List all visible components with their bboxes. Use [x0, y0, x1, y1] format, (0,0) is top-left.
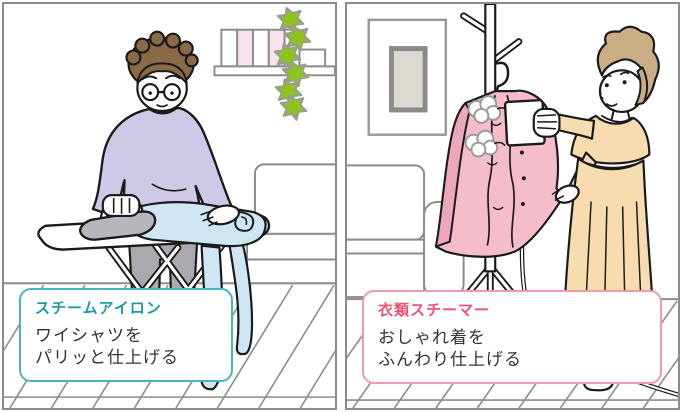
- caption-line1: おしゃれ着を: [378, 327, 486, 347]
- steam-puffs: [464, 95, 509, 158]
- books: [220, 28, 327, 68]
- caption-title: 衣類スチーマー: [378, 302, 491, 320]
- hand-on-hem: [551, 184, 580, 204]
- caption-title: スチームアイロン: [35, 300, 162, 318]
- hand-on-shirt: [200, 204, 241, 227]
- sofa: [347, 164, 465, 299]
- caption-garment-steamer: 衣類スチーマー おしゃれ着を ふんわり仕上げる: [362, 290, 662, 384]
- caption-line1: ワイシャツを: [35, 325, 143, 345]
- hanger-hook: [494, 61, 510, 95]
- panel-steam-iron: スチームアイロン ワイシャツを パリッと仕上げる: [2, 2, 337, 410]
- panel-garment-steamer: 衣類スチーマー おしゃれ着を ふんわり仕上げる: [345, 2, 680, 410]
- hand-on-steamer: [532, 107, 561, 138]
- hand-on-iron: [101, 194, 141, 217]
- caption-steam-iron: スチームアイロン ワイシャツを パリッと仕上げる: [19, 288, 233, 382]
- steam-iron: [79, 194, 157, 241]
- caption-line2: パリッと仕上げる: [35, 347, 179, 367]
- caption-line2: ふんわり仕上げる: [378, 349, 522, 369]
- ivy-plant: [273, 6, 312, 121]
- shelf-board: [213, 65, 335, 77]
- hair: [596, 25, 660, 105]
- face: [598, 69, 645, 114]
- wall-shelf: [213, 6, 335, 121]
- iron-body: [79, 210, 157, 241]
- steam-iron-illustration: [4, 6, 335, 408]
- neck: [610, 108, 631, 120]
- head: [125, 30, 199, 113]
- sofa: [246, 163, 335, 285]
- wall-art: [367, 18, 448, 136]
